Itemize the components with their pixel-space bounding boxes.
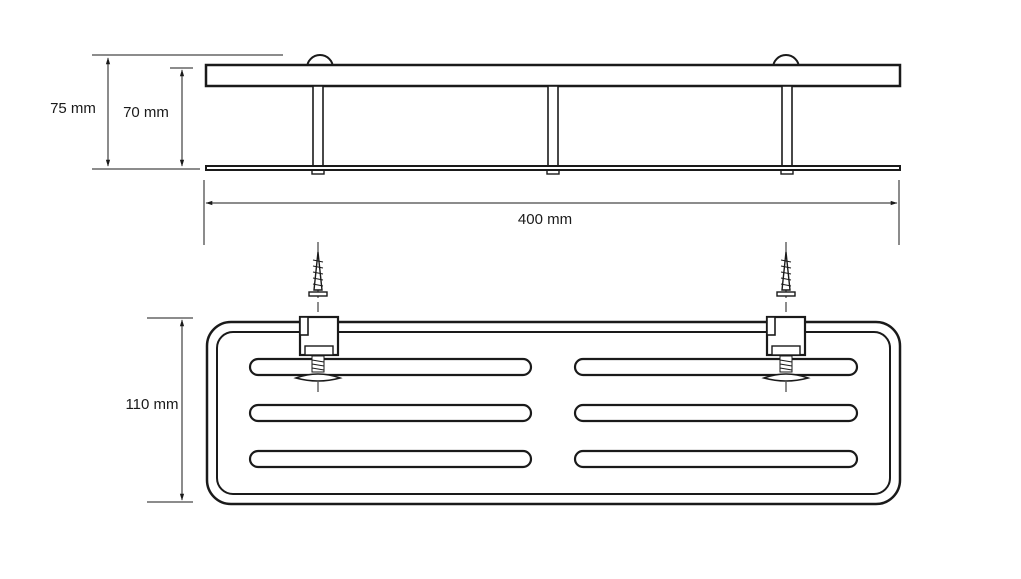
left-set-screw	[311, 355, 325, 373]
dim-label-70: 70 mm	[123, 104, 169, 121]
drain-slots	[248, 357, 859, 469]
tray-inner-frame	[216, 331, 891, 495]
left-screw-thread	[312, 259, 324, 287]
dim-label-75: 75 mm	[50, 100, 96, 117]
slot-left-1	[248, 357, 533, 377]
support-posts	[311, 85, 794, 175]
slot-right-2	[573, 403, 859, 423]
right-set-screw	[779, 355, 793, 373]
right-screw-thread	[780, 259, 792, 287]
top-rail	[204, 63, 902, 88]
right-bracket-base	[771, 345, 801, 356]
dim-label-400: 400 mm	[518, 211, 572, 228]
left-screw-icon	[313, 251, 323, 291]
bottom-tray	[205, 165, 901, 171]
right-post	[781, 85, 793, 167]
left-wall-mount	[293, 242, 343, 392]
left-bracket-tab	[299, 316, 309, 336]
slot-right-3	[573, 449, 859, 469]
right-screw-head	[776, 291, 796, 297]
left-post	[312, 85, 324, 167]
slot-left-3	[248, 449, 533, 469]
top-view: 110 mm	[125, 242, 902, 506]
left-washer	[293, 373, 343, 382]
side-view: 75 mm 70 mm 400 mm	[50, 54, 902, 245]
left-screw-head	[308, 291, 328, 297]
slot-left-2	[248, 403, 533, 423]
right-bracket-tab	[766, 316, 776, 336]
right-screw-icon	[781, 251, 791, 291]
left-bracket-base	[304, 345, 334, 356]
right-wall-mount	[761, 242, 811, 392]
tray-outer-frame	[205, 320, 902, 506]
middle-post	[547, 85, 559, 167]
slot-right-1	[573, 357, 859, 377]
right-washer	[761, 373, 811, 382]
dim-label-110: 110 mm	[125, 396, 178, 413]
